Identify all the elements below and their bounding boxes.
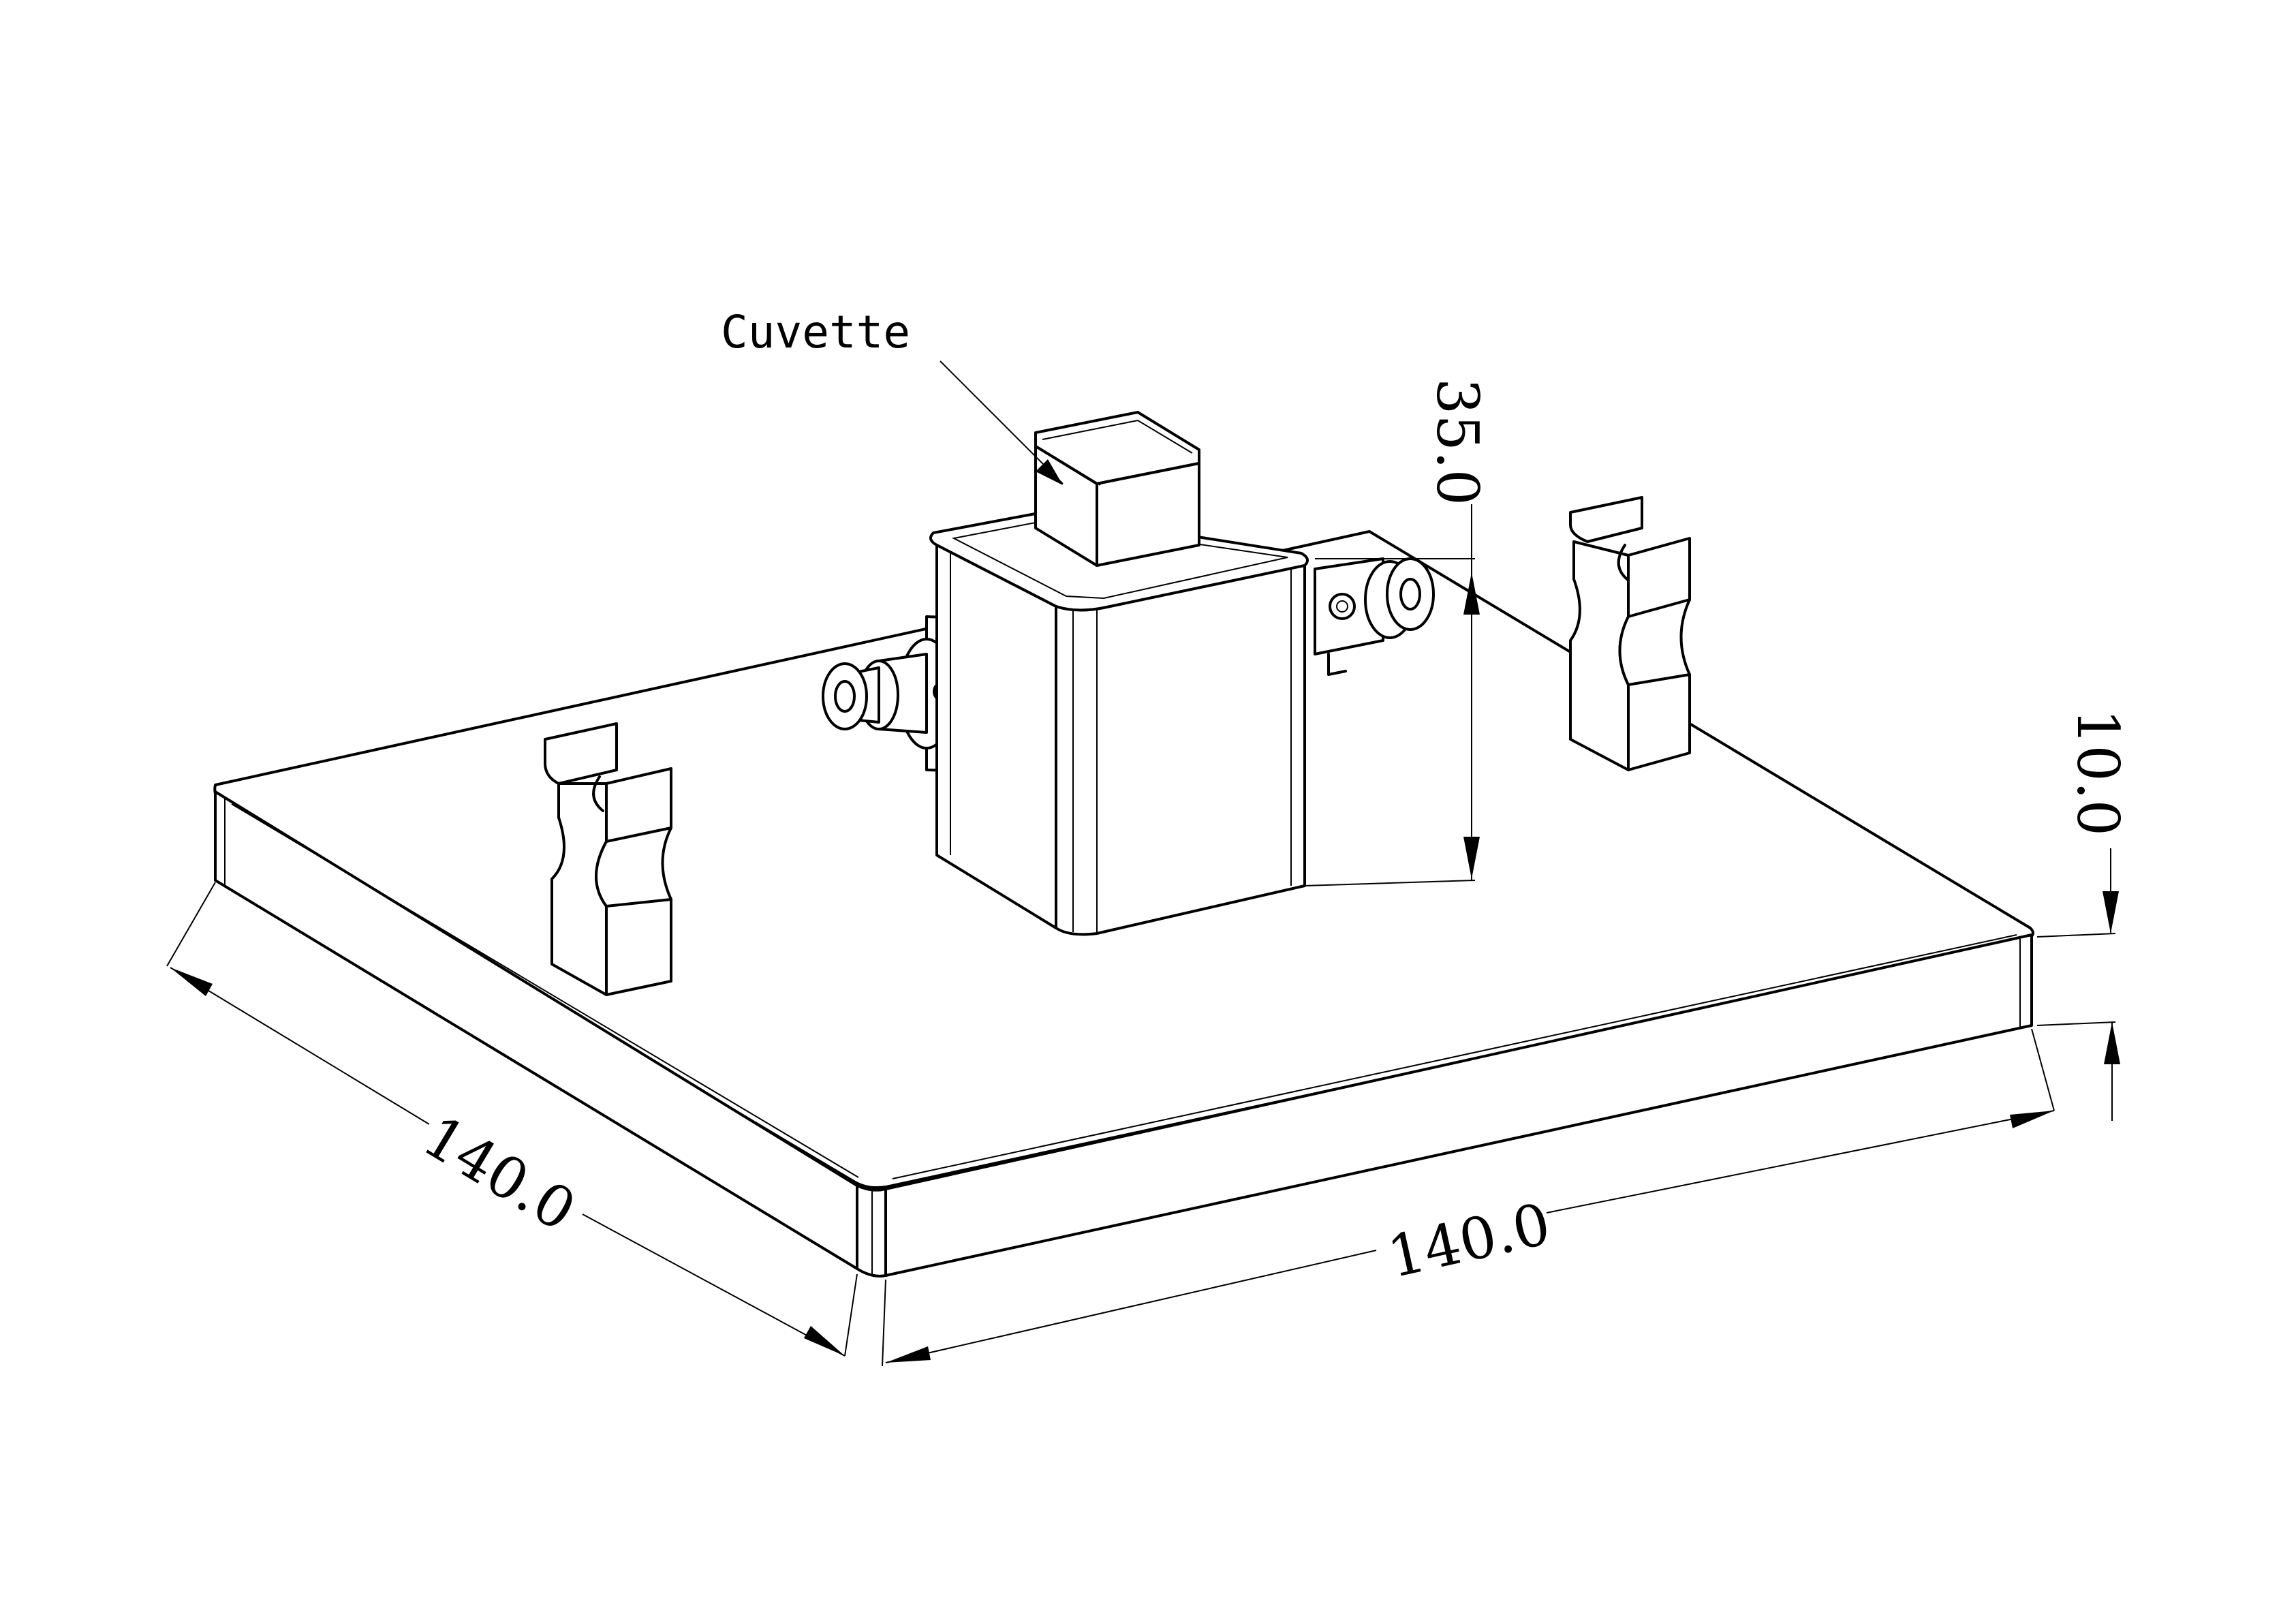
cuvette — [1034, 411, 1200, 567]
right-fiber-connector — [1314, 557, 1435, 676]
dimension-holder-height: 35.0 — [1304, 378, 1491, 886]
dimension-base-thickness: 10.0 — [2036, 709, 2131, 1121]
cuvette-label: Cuvette — [721, 306, 910, 358]
cuvette-holder-block — [929, 511, 1309, 936]
dimension-holder-height-value: 35.0 — [1424, 378, 1491, 506]
dimension-base-thickness-value: 10.0 — [2064, 709, 2131, 836]
right-clip-holder — [1569, 496, 1691, 771]
dimension-width-value: 140.0 — [1382, 1190, 1556, 1291]
cuvette-callout: Cuvette — [721, 306, 1064, 485]
left-clip-holder — [544, 722, 672, 996]
dimension-depth-value: 140.0 — [412, 1102, 587, 1244]
